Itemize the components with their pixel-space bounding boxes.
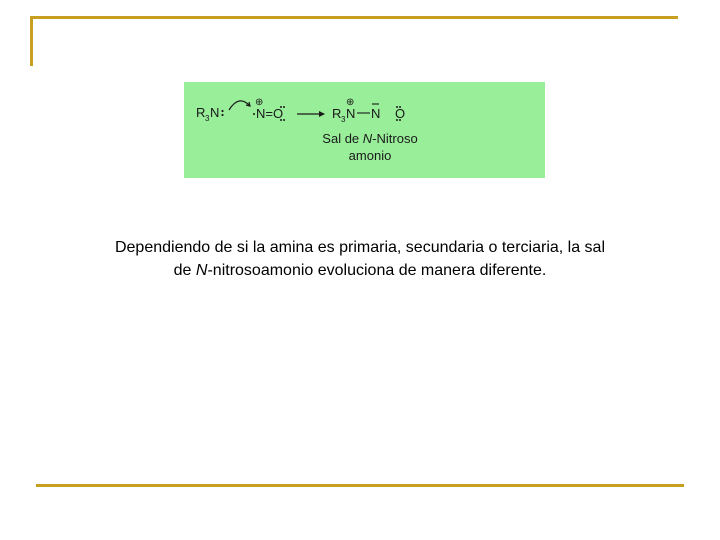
product-charge: ⊕ — [346, 97, 354, 108]
lone-pair-dot — [399, 106, 401, 108]
lone-pair-dot — [221, 113, 224, 117]
reactant-n: N — [210, 105, 219, 120]
frame-top-line — [30, 16, 678, 19]
lone-pair-dot — [280, 119, 282, 121]
reactant-r-subscript: 3 — [205, 114, 210, 123]
product-label-line1: Sal de N-Nitroso — [322, 131, 417, 146]
product-n2: N — [371, 106, 380, 121]
curved-arrow-icon — [228, 100, 251, 111]
nitrosyl-group: N=O — [256, 106, 283, 121]
reactant-r: R — [196, 105, 205, 120]
caption-text: Dependiendo de si la amina es primaria, … — [40, 236, 680, 282]
lone-pair-dot — [280, 106, 282, 108]
lone-pair-dot — [283, 119, 285, 121]
lone-pair-dot — [221, 109, 224, 113]
lone-pair-dot — [396, 119, 398, 121]
nitrosyl-charge: ⊕ — [255, 97, 263, 108]
product-r-subscript: 3 — [341, 115, 346, 124]
curved-arrow-head — [245, 101, 251, 107]
product-o: O — [395, 106, 405, 121]
frame-left-line — [30, 16, 33, 66]
product-n1: N — [346, 106, 355, 121]
lone-pair-dot — [396, 106, 398, 108]
reaction-scheme: R 3 N ⊕ N=O R 3 ⊕ N N O Sal de N-Nitroso — [196, 97, 418, 163]
caption-line-2: de N-nitrosoamonio evoluciona de manera … — [173, 262, 547, 279]
reaction-figure: R 3 N ⊕ N=O R 3 ⊕ N N O Sal de N-Nitroso — [184, 82, 545, 178]
reaction-arrow-head — [319, 111, 325, 117]
lone-pair-dot — [283, 106, 285, 108]
product-label-line2: amonio — [349, 148, 392, 163]
lone-pair-dot — [399, 119, 401, 121]
frame-bottom-line — [36, 484, 684, 487]
caption-line-1: Dependiendo de si la amina es primaria, … — [114, 239, 606, 256]
product-r: R — [332, 106, 341, 121]
lone-pair-dot — [253, 113, 255, 115]
